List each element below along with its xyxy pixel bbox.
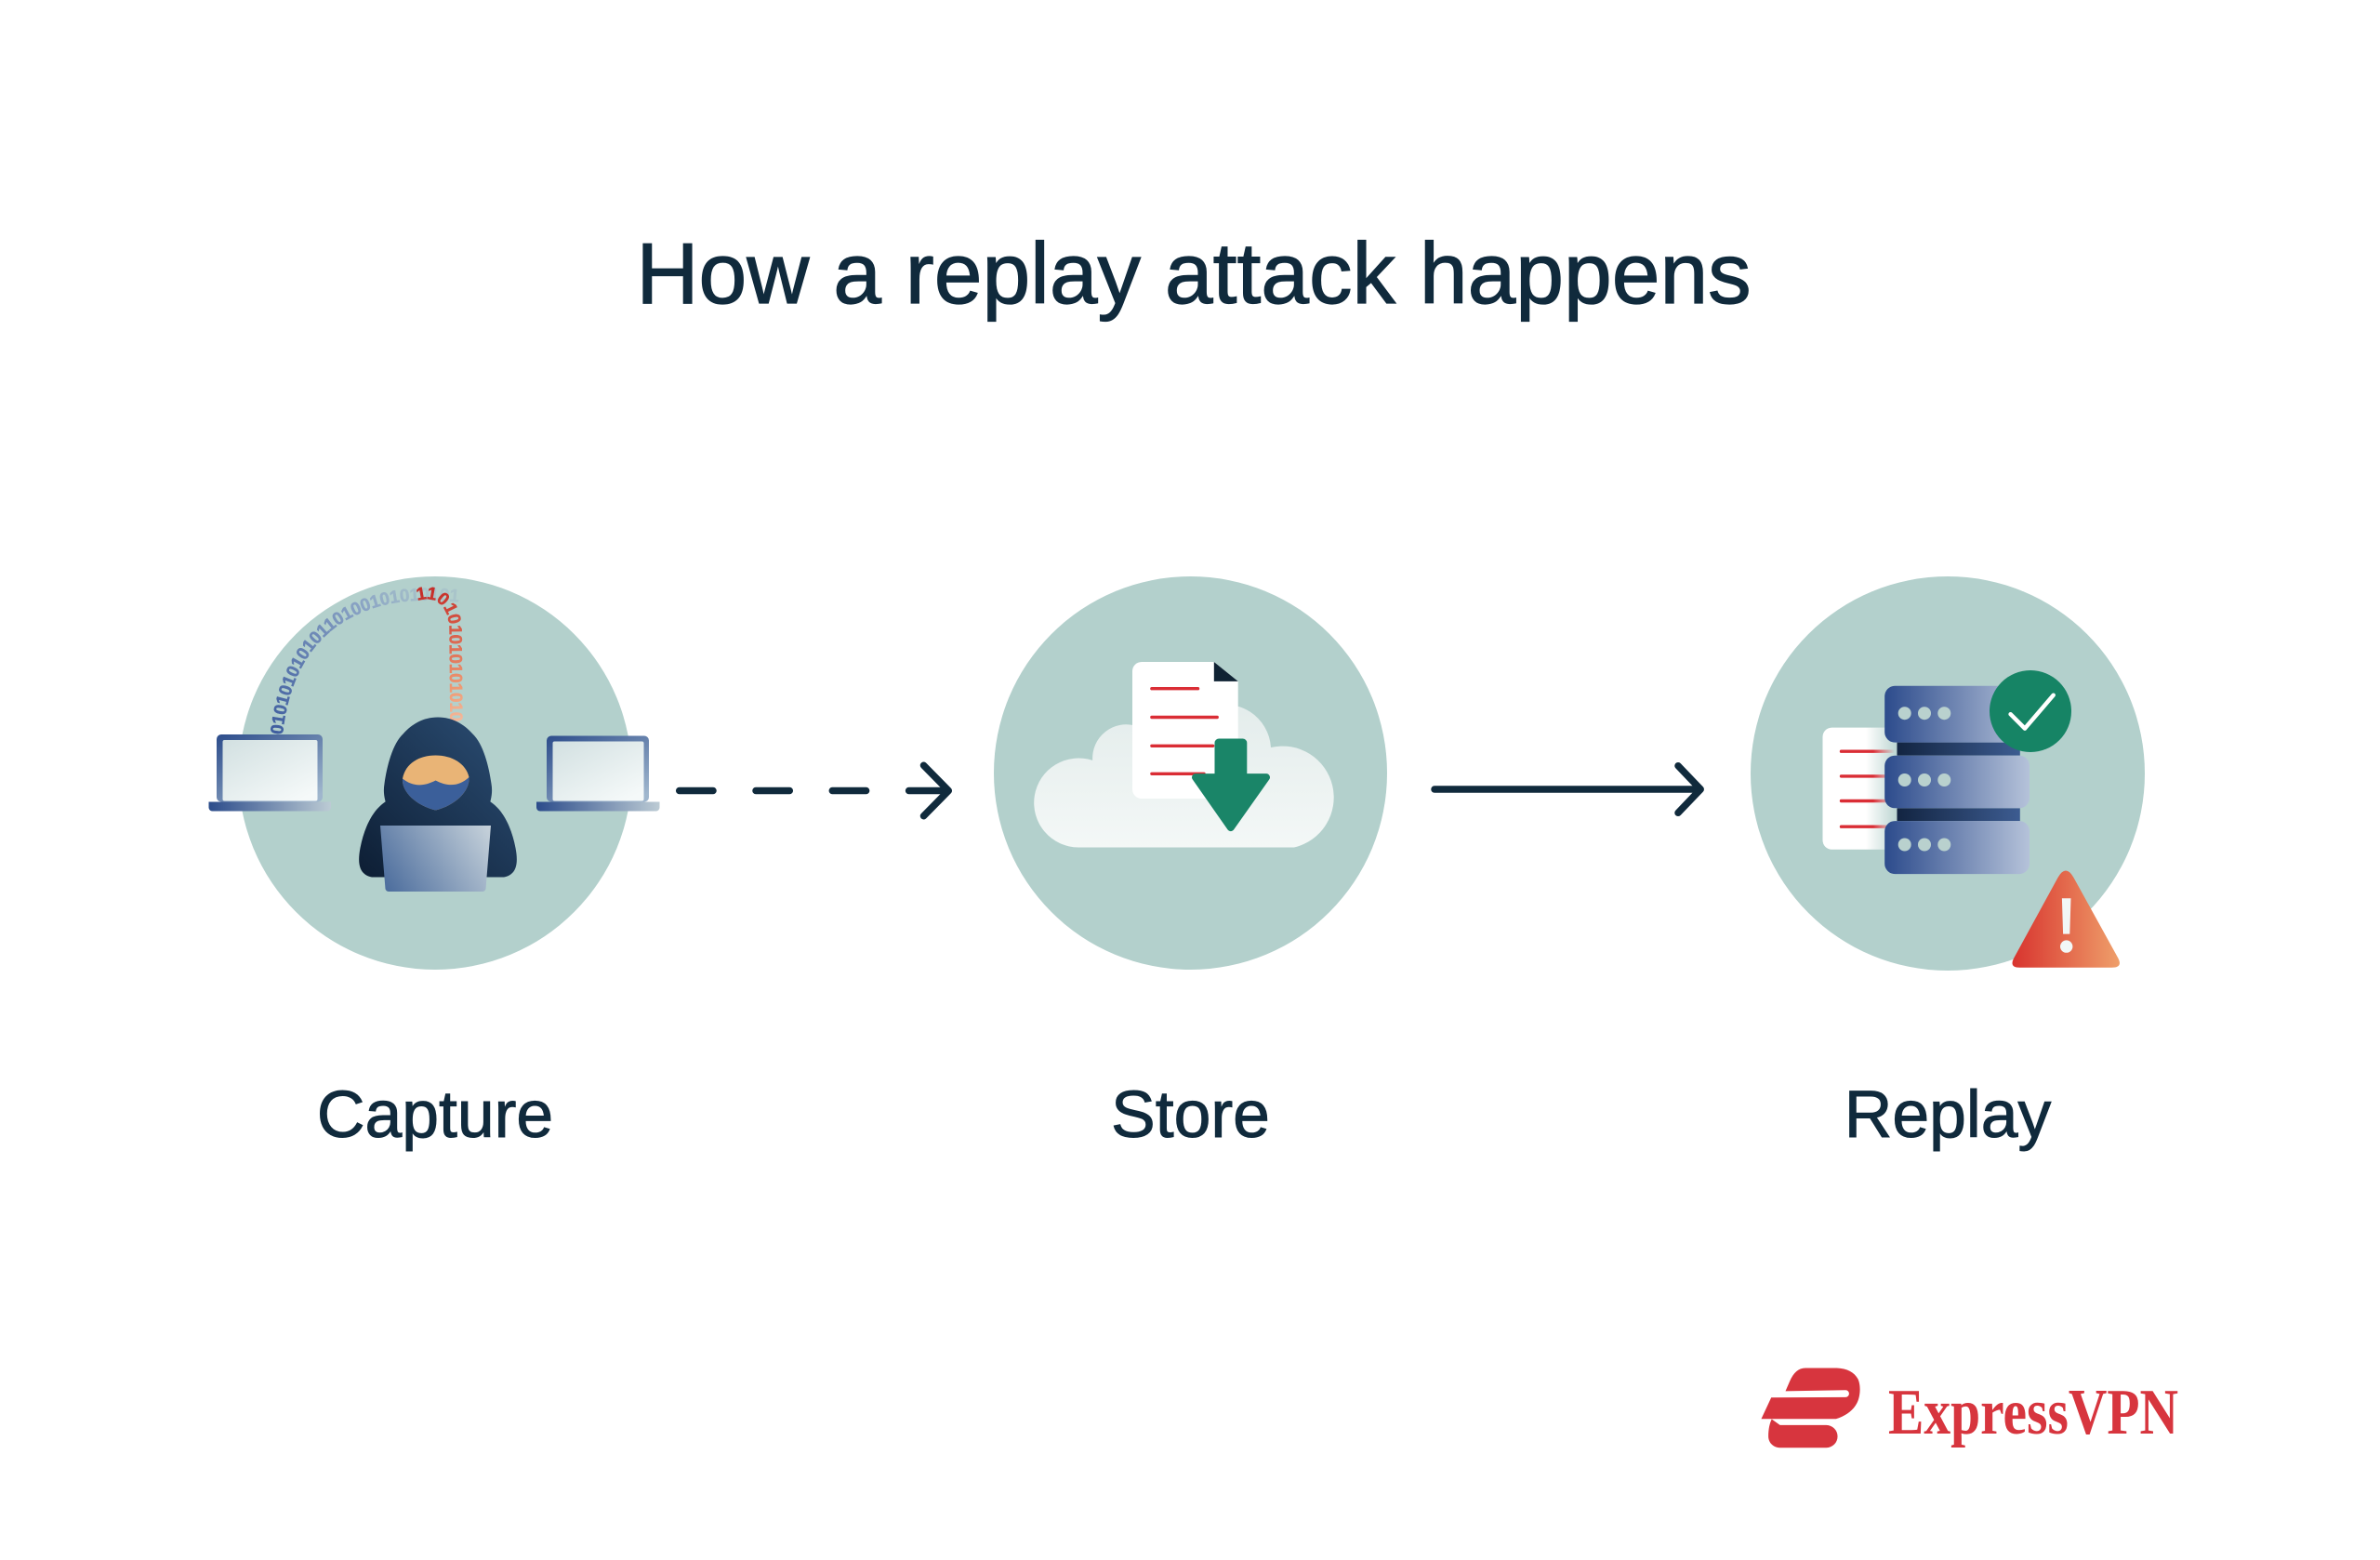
svg-text:Store: Store (1111, 1077, 1270, 1152)
svg-text:Capture: Capture (317, 1077, 553, 1152)
svg-text:How a replay attack happens: How a replay attack happens (636, 225, 1751, 322)
svg-text:Replay: Replay (1844, 1077, 2052, 1152)
svg-text:ExpressVPN: ExpressVPN (1888, 1377, 2178, 1448)
